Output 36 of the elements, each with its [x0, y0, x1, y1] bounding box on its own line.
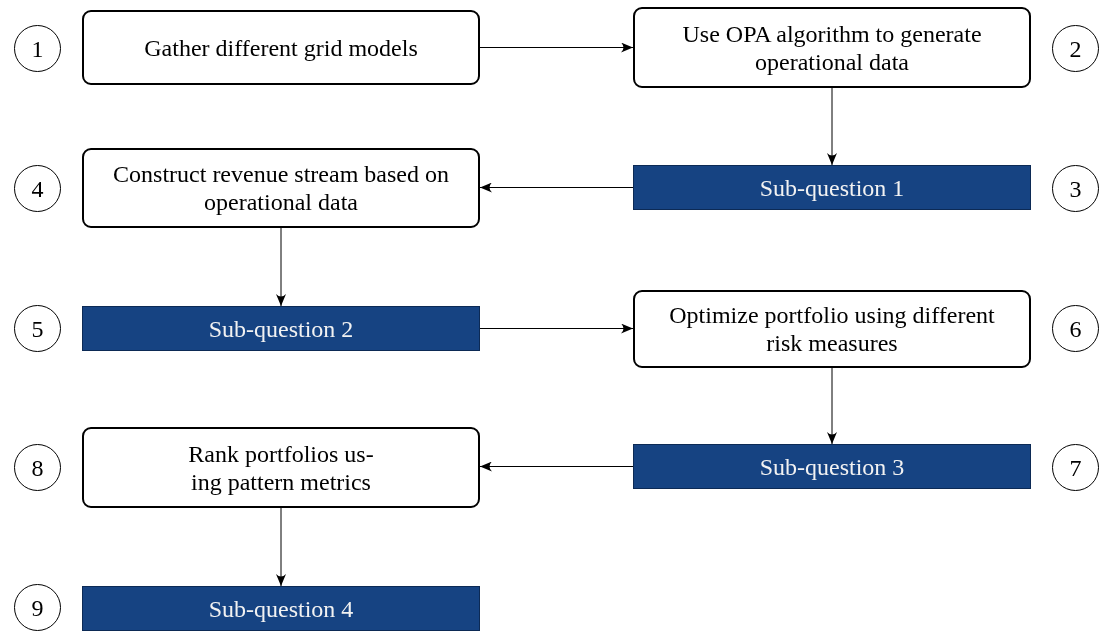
process-box: [82, 10, 480, 85]
step-number: 6: [1069, 314, 1082, 343]
sub-question-bar: [82, 586, 480, 631]
sub-question-bar: [633, 165, 1031, 210]
step-number: 4: [31, 174, 44, 203]
step-number-circle: [14, 444, 61, 491]
step-number-circle: [1052, 25, 1099, 72]
step-number-circle: [1052, 305, 1099, 352]
step-number: 7: [1069, 453, 1082, 482]
step-number: 3: [1069, 174, 1082, 203]
process-box: [82, 148, 480, 228]
process-label: Use OPA algorithm to generate operational data: [681, 19, 983, 76]
step-number: 8: [31, 453, 44, 482]
sub-question-label: Sub-question 1: [759, 173, 905, 202]
step-number: 5: [31, 314, 44, 343]
step-number: 9: [31, 593, 44, 622]
sub-question-bar: [633, 444, 1031, 489]
step-number-circle: [14, 584, 61, 631]
step-number-circle: [14, 305, 61, 352]
step-number: 1: [31, 34, 44, 63]
step-number-circle: [1052, 444, 1099, 491]
process-box: [633, 7, 1031, 88]
process-label: Construct revenue stream based on operational data: [112, 160, 450, 216]
process-box: [82, 427, 480, 508]
step-number-circle: [14, 165, 61, 212]
sub-question-label: Sub-question 2: [208, 314, 354, 343]
step-number-circle: [1052, 165, 1099, 212]
sub-question-bar: [82, 306, 480, 351]
process-label: Optimize portfolio using different risk measures: [668, 301, 996, 357]
process-label: Rank portfolios us- ing pattern metrics: [187, 439, 375, 496]
step-number: 2: [1069, 34, 1082, 63]
process-box: [633, 290, 1031, 368]
sub-question-label: Sub-question 3: [759, 452, 905, 481]
sub-question-label: Sub-question 4: [208, 594, 354, 623]
process-label: Gather different grid models: [144, 33, 418, 62]
step-number-circle: [14, 25, 61, 72]
